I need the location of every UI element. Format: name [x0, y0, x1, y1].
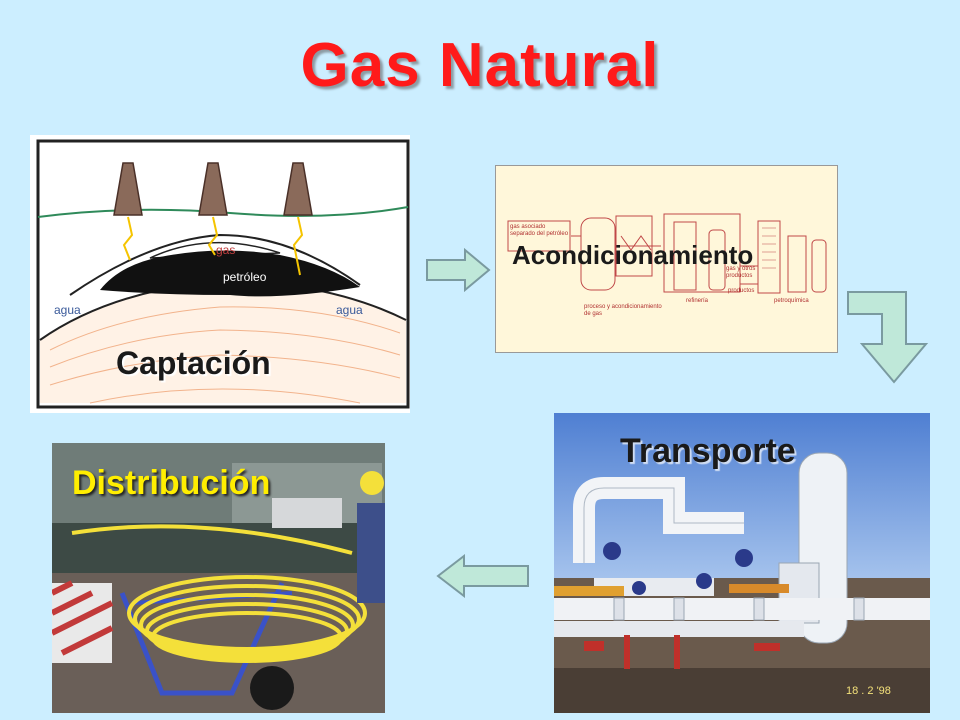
gas-separado-label: gas asociado separado del petróleo — [510, 224, 569, 237]
proceso-label: proceso y acondicionamiento de gas — [584, 304, 662, 317]
distribucion-photo — [52, 443, 385, 713]
captacion-diagram — [30, 135, 410, 413]
transporte-label: Transporte — [620, 432, 796, 470]
photo-date-stamp: 18 . 2 '98 — [846, 685, 891, 697]
page-title: Gas Natural — [300, 31, 660, 100]
distribucion-illustration — [52, 443, 385, 713]
acondicionamiento-label: Acondicionamiento — [512, 240, 754, 270]
acondicionamiento-panel: gas asociado separado del petróleo proce… — [495, 165, 838, 353]
arrow-right-icon — [426, 248, 491, 292]
agua-left-label: agua — [54, 303, 81, 317]
arrow-left-icon — [436, 554, 529, 598]
refineria-label: refinería — [686, 298, 709, 304]
petroquimica-label: petroquímica — [774, 298, 809, 304]
captacion-panel: gas petróleo agua agua — [30, 135, 410, 413]
gas-otros-label: gas y otros productos — [726, 266, 756, 279]
transporte-photo: 18 . 2 '98 — [554, 413, 930, 713]
captacion-label: Captación — [116, 345, 271, 381]
gas-label: gas — [216, 243, 236, 257]
arrow-bend-down-icon — [847, 291, 929, 384]
acondicionamiento-diagram — [507, 213, 827, 294]
productos-label: productos — [728, 288, 755, 294]
transporte-illustration — [554, 413, 930, 713]
agua-right-label: agua — [336, 303, 363, 317]
petroleo-label: petróleo — [223, 270, 267, 284]
distribucion-label: Distribución — [72, 464, 271, 502]
